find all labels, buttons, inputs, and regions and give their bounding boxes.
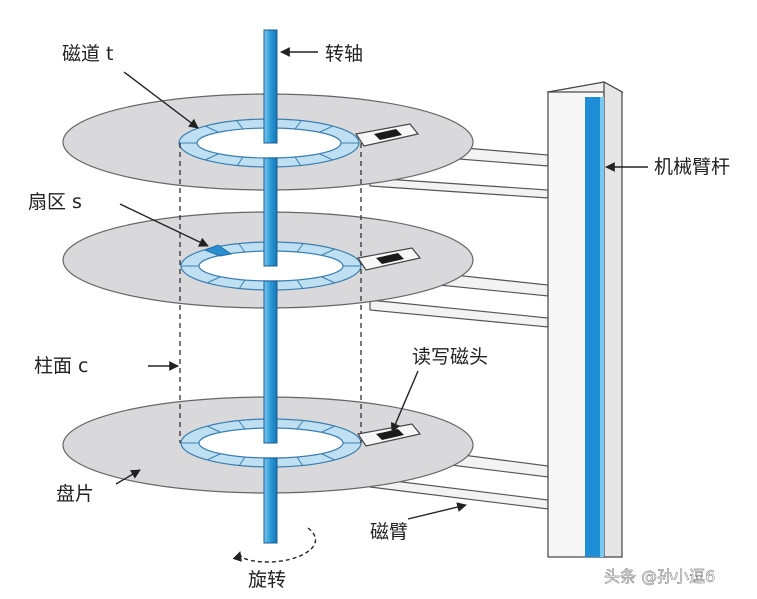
watermark: 头条 @孙小逗6 bbox=[604, 567, 715, 586]
sector-highlight bbox=[203, 244, 233, 257]
rotation-arrow bbox=[232, 527, 317, 563]
cylinder-outline bbox=[179, 143, 362, 443]
label-rw-head: 读写磁头 bbox=[412, 346, 488, 368]
label-arrows bbox=[115, 47, 648, 520]
label-arm-rod: 机械臂杆 bbox=[654, 156, 730, 178]
label-rotation: 旋转 bbox=[248, 569, 286, 591]
label-arm: 磁臂 bbox=[370, 521, 408, 543]
spindle bbox=[263, 29, 278, 544]
label-sector: 扇区 s bbox=[28, 191, 82, 213]
label-cylinder: 柱面 c bbox=[34, 355, 89, 377]
label-platter: 盘片 bbox=[56, 483, 94, 505]
arm-pillar bbox=[546, 80, 624, 558]
label-track: 磁道 t bbox=[62, 43, 114, 65]
label-spindle: 转轴 bbox=[325, 43, 363, 65]
